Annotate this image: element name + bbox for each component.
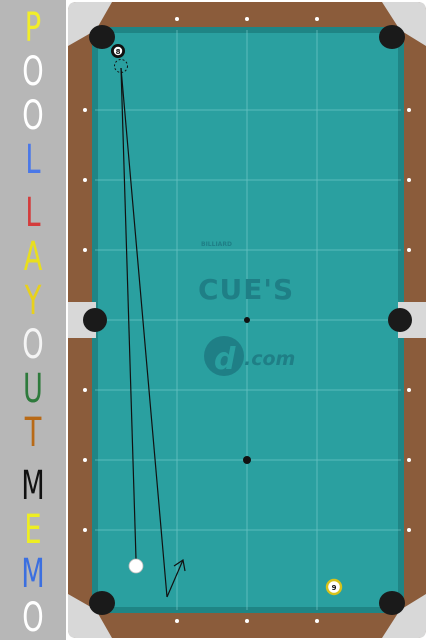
dcom-logo-circle bbox=[204, 336, 244, 376]
rebound-path bbox=[166, 559, 184, 598]
pocket-plates bbox=[68, 2, 426, 638]
title-letter-p: P bbox=[24, 5, 42, 51]
title-letter-l2: L bbox=[25, 190, 41, 236]
ghost-ball bbox=[114, 59, 128, 73]
pocket-bottom-left bbox=[89, 591, 115, 615]
nine-ball[interactable]: 9 bbox=[325, 578, 343, 596]
title-letter-o3: O bbox=[22, 322, 44, 368]
cue-ball-path bbox=[120, 67, 137, 560]
title-letter-t: T bbox=[24, 410, 42, 456]
rail-diamonds bbox=[83, 17, 411, 623]
dcom-logo: d .com bbox=[204, 336, 295, 377]
title-letter-l1: L bbox=[25, 137, 41, 183]
title-letter-u: U bbox=[23, 366, 43, 412]
title-letter-a: A bbox=[23, 234, 43, 280]
pocket-side-left bbox=[83, 308, 107, 332]
pocket-top-left bbox=[89, 25, 115, 49]
shot-lines bbox=[120, 67, 186, 598]
title-letter-o4: O bbox=[22, 595, 44, 640]
dcom-logo-text: .com bbox=[244, 348, 295, 370]
object-ball-path bbox=[120, 67, 168, 598]
pocket-side-right bbox=[388, 308, 412, 332]
pockets bbox=[83, 25, 412, 615]
nine-ball-label: 9 bbox=[332, 584, 337, 592]
title-letter-o2: O bbox=[22, 93, 44, 139]
direction-arrow bbox=[173, 558, 186, 572]
head-spot bbox=[243, 456, 251, 464]
cues-logo: BILLIARD CUE'S bbox=[198, 241, 294, 306]
title-letter-e: E bbox=[24, 507, 42, 553]
center-spot bbox=[244, 317, 250, 323]
pocket-bottom-right bbox=[379, 591, 405, 615]
logo-brand-small: BILLIARD bbox=[201, 241, 232, 248]
title-strip: P O O L L A Y O U T M E M O bbox=[0, 0, 66, 640]
title-letter-m2: M bbox=[21, 551, 45, 597]
title-letter-m1: M bbox=[21, 463, 45, 509]
pocket-top-right bbox=[379, 25, 405, 49]
title-letter-y: Y bbox=[24, 278, 42, 324]
eight-ball-label: 8 bbox=[116, 48, 121, 56]
cloth-grid bbox=[95, 30, 401, 610]
cue-ball[interactable] bbox=[128, 558, 144, 574]
title-letter-o1: O bbox=[22, 49, 44, 95]
dcom-logo-letter: d bbox=[214, 342, 236, 377]
eight-ball[interactable]: 8 bbox=[111, 44, 125, 58]
logo-brand-main: CUE'S bbox=[198, 273, 294, 306]
